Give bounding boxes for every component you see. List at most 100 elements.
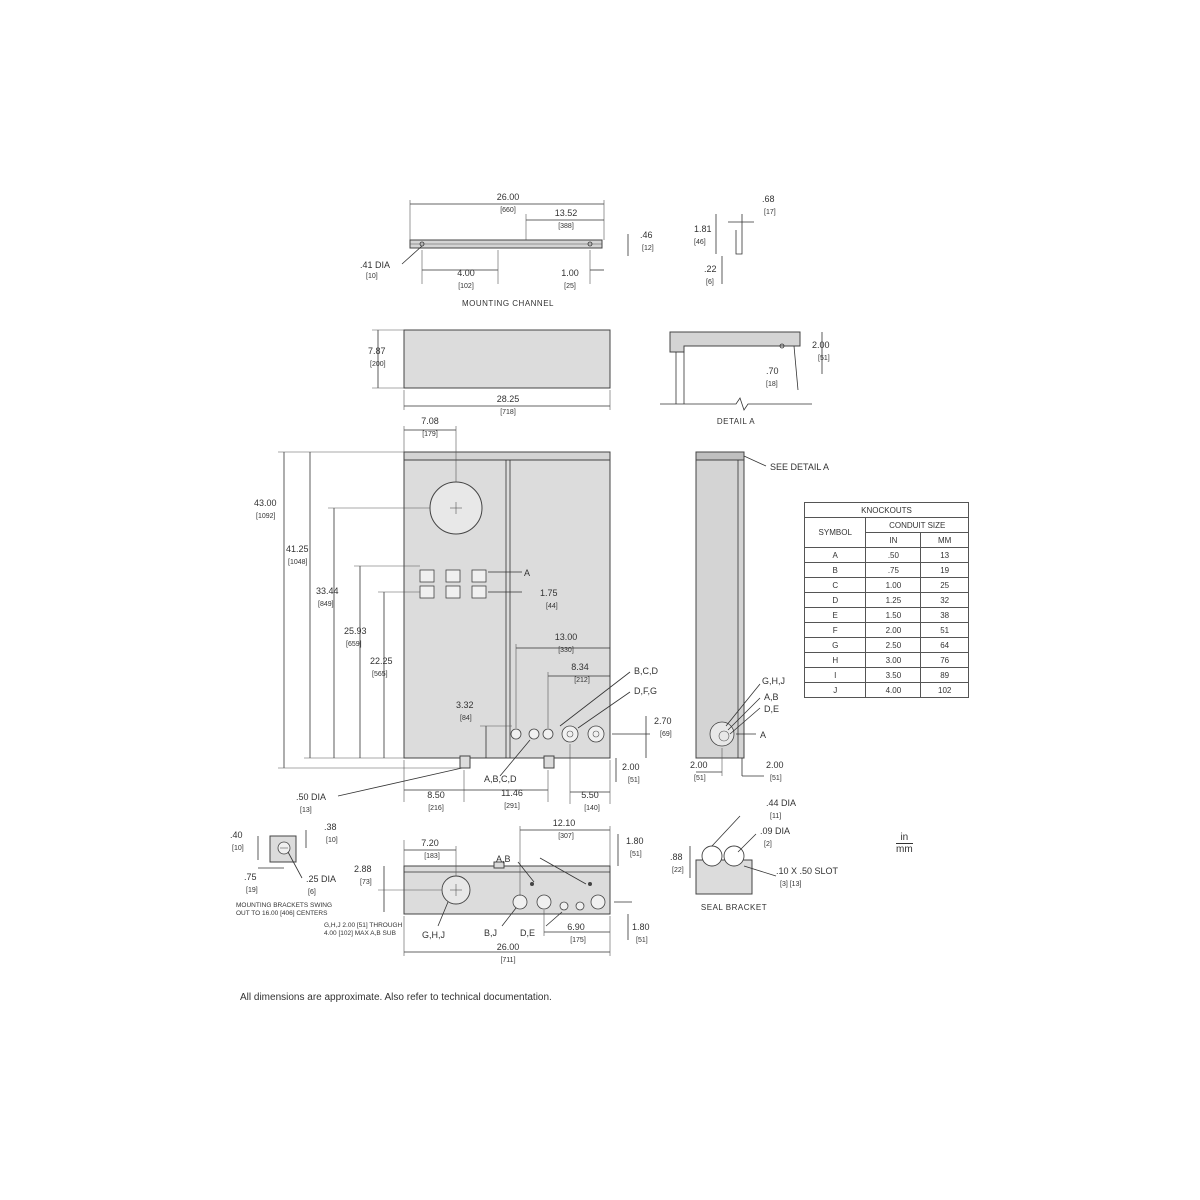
- detail-a-profile: [669, 331, 801, 353]
- dim-w2600-mm: [711]: [500, 957, 515, 964]
- dim-top-width: 28.25: [497, 394, 520, 404]
- cell-symbol: E: [803, 607, 867, 623]
- knockout: [471, 585, 487, 599]
- dim-channel-height: .46: [640, 230, 653, 240]
- bottom-knockout: [559, 901, 569, 911]
- bottom-tag-2: G,H,J: [422, 930, 445, 940]
- dim-channel-half-mm: [388]: [558, 223, 574, 230]
- seal-bracket-body: [695, 859, 753, 895]
- side-knockout: [709, 721, 735, 747]
- dim-h3: 25.93: [344, 626, 367, 636]
- bottom-tag-1: A,B: [496, 854, 511, 864]
- dim-channel-end-mm: [25]: [564, 283, 576, 290]
- dim-channel-spacing: 4.00: [457, 268, 475, 278]
- dim-seal-dia1-mm: [11]: [770, 813, 781, 820]
- knockout: [445, 569, 461, 583]
- cell-mm: 13: [920, 547, 969, 563]
- dim-section-depth-mm: [46]: [694, 239, 706, 246]
- dim-channel-height-mm: [12]: [642, 245, 654, 252]
- dim-seal-dia2-mm: [2]: [764, 841, 772, 848]
- cell-in: 4.00: [865, 682, 922, 698]
- dim-seal-dia1: .44 DIA: [766, 798, 796, 808]
- dim-section-top: .68: [762, 194, 775, 204]
- cell-symbol: H: [803, 652, 867, 668]
- dim-h4: 22.25: [370, 656, 393, 666]
- dim-w850-mm: [216]: [428, 805, 444, 812]
- cell-in: 3.50: [865, 667, 922, 683]
- cell-mm: 38: [920, 607, 969, 623]
- cell-symbol: B: [803, 562, 867, 578]
- dim-w1210-mm: [307]: [558, 833, 574, 840]
- cell-mm: 19: [920, 562, 969, 578]
- cell-mm: 89: [920, 667, 969, 683]
- dim-h1-mm: [1048]: [288, 559, 308, 566]
- dim-h180b: 1.80: [632, 922, 650, 932]
- dim-w1146: 11.46: [501, 788, 523, 798]
- cell-symbol: A: [803, 547, 867, 563]
- dim-detail-a-1-mm: [51]: [818, 355, 830, 362]
- side-ko-tag-3: D,E: [764, 704, 779, 714]
- bottom-knockout: [590, 894, 606, 910]
- knockout: [561, 725, 579, 743]
- dim-w690-mm: [175]: [570, 937, 586, 944]
- dim-section-lip-mm: [6]: [706, 279, 714, 286]
- dim-seal-slot-mm: [3] [13]: [780, 881, 801, 888]
- cell-in: 1.25: [865, 592, 922, 608]
- dim-bracket-dia-mm: [6]: [308, 889, 316, 896]
- knockout: [419, 569, 435, 583]
- dim-seal-slot: .10 X .50 SLOT: [776, 866, 839, 876]
- dim-channel-end: 1.00: [561, 268, 579, 278]
- unit-mm: mm: [896, 844, 913, 855]
- top-view: 7.87 [200] 28.25 [718]: [368, 329, 611, 416]
- detail-a-view: 2.00 [51] .70 [18] DETAIL A: [660, 331, 830, 426]
- dim-bracket-dia-mm: [13]: [300, 807, 312, 814]
- dim-bracket-40: .40: [230, 830, 243, 840]
- dim-top-circle: 7.08: [421, 416, 439, 426]
- bottom-knockout: [575, 901, 585, 911]
- enclosure-side: [695, 451, 745, 759]
- bottom-tag-3: B,J: [484, 928, 497, 938]
- cell-in: 2.00: [865, 622, 922, 638]
- dim-w690: 6.90: [567, 922, 585, 932]
- dim-bracket-38-mm: [10]: [326, 837, 338, 844]
- dim-bracket-38: .38: [324, 822, 337, 832]
- col-in: IN: [865, 532, 922, 548]
- footnote: All dimensions are approximate. Also ref…: [240, 992, 552, 1003]
- col-conduit-size: CONDUIT SIZE: [865, 517, 969, 533]
- front-ko-tag-3: A,B,C,D: [484, 774, 517, 784]
- dim-w850: 8.50: [427, 790, 445, 800]
- unit-in: in: [896, 832, 913, 844]
- knockout: [445, 585, 461, 599]
- knockouts-table: KNOCKOUTS SYMBOL CONDUIT SIZE IN MM A.50…: [803, 502, 969, 698]
- mounting-channel-title: MOUNTING CHANNEL: [462, 299, 554, 308]
- see-detail-a-callout: SEE DETAIL A: [770, 462, 829, 472]
- channel-hole: [587, 241, 593, 247]
- cell-symbol: G: [803, 637, 867, 653]
- mounting-bracket-detail: .40 [10] .38 [10] .75 [19] .25 DIA [6] M…: [230, 822, 338, 917]
- dim-side-w2: 2.00: [766, 760, 784, 770]
- dim-h3-mm: [659]: [346, 641, 362, 648]
- dim-w550-mm: [140]: [584, 805, 600, 812]
- cell-mm: 25: [920, 577, 969, 593]
- dim-h270: 2.70: [654, 716, 672, 726]
- units-legend: in mm: [896, 832, 913, 855]
- dim-section-depth: 1.81: [694, 224, 712, 234]
- knockout: [542, 728, 554, 740]
- dim-seal-dia2: .09 DIA: [760, 826, 790, 836]
- cell-in: 1.00: [865, 577, 922, 593]
- cell-mm: 102: [920, 682, 969, 698]
- dim-ko-gap: 1.75: [540, 588, 558, 598]
- dim-h200: 2.00: [622, 762, 640, 772]
- cell-symbol: F: [803, 622, 867, 638]
- dim-bracket-40-mm: [10]: [232, 845, 244, 852]
- dim-h2: 33.44: [316, 586, 339, 596]
- top-view-body: [403, 329, 611, 389]
- dim-w720-mm: [183]: [424, 853, 440, 860]
- dim-h180a-mm: [51]: [630, 851, 642, 858]
